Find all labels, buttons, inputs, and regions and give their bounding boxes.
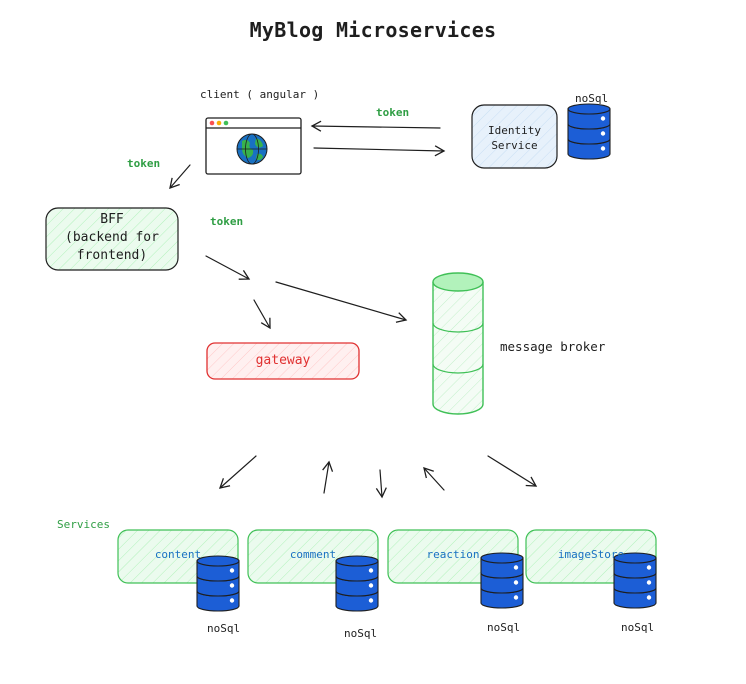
gateway-box [206,342,360,380]
identity-service-label-line2: Service [491,139,538,152]
browser-window-icon [205,117,302,175]
service-label-imagestore: imageStore [557,548,625,561]
arrow-to-content [218,455,257,489]
client-label: client ( angular ) [200,88,320,101]
message-broker-cylinder [432,272,484,415]
service-label-content: content [154,548,202,561]
comment-db-icon [335,555,379,612]
globe-icon [236,133,268,165]
service-db-label-content: noSql [207,622,241,635]
token-label-left: token [127,157,161,170]
service-label-comment: comment [289,548,337,561]
service-label-reaction: reaction [426,548,480,561]
service-db-label-reaction: noSql [487,621,521,634]
arrow-bff-to-gateway-area [205,255,251,280]
bff-label-line1: BFF [100,212,124,227]
service-db-label-imagestore: noSql [621,621,655,634]
identity-service-label-line1: Identity [488,124,541,137]
imagestore-db-icon [613,552,657,609]
service-db-label-comment: noSql [344,627,378,640]
token-label-mid: token [210,215,244,228]
bff-box [45,207,179,271]
identity-service-box [471,104,558,169]
message-broker-label: message broker [500,339,606,354]
bff-label-line2: (backend for [65,230,159,245]
arrow-to-reaction [375,469,387,499]
arrow-to-imagestore [487,455,538,487]
arrow-client-to-identity [313,145,446,157]
identity-db-label: noSql [575,92,609,105]
arrow-identity-to-client [310,120,441,132]
services-label: Services [57,518,110,531]
arrow-to-gateway [253,299,271,330]
identity-db-icon [567,103,611,160]
gateway-label: gateway [255,353,311,368]
arrow-from-comment [322,460,334,494]
arrow-bff-to-broker [275,281,408,323]
reaction-db-icon [480,552,524,609]
diagram-title: MyBlog Microservices [249,18,497,42]
token-label-top: token [376,106,410,119]
arrow-client-to-bff [169,164,191,190]
content-db-icon [196,555,240,612]
bff-label-line3: frontend) [76,248,148,263]
arrow-from-reaction [423,467,445,491]
